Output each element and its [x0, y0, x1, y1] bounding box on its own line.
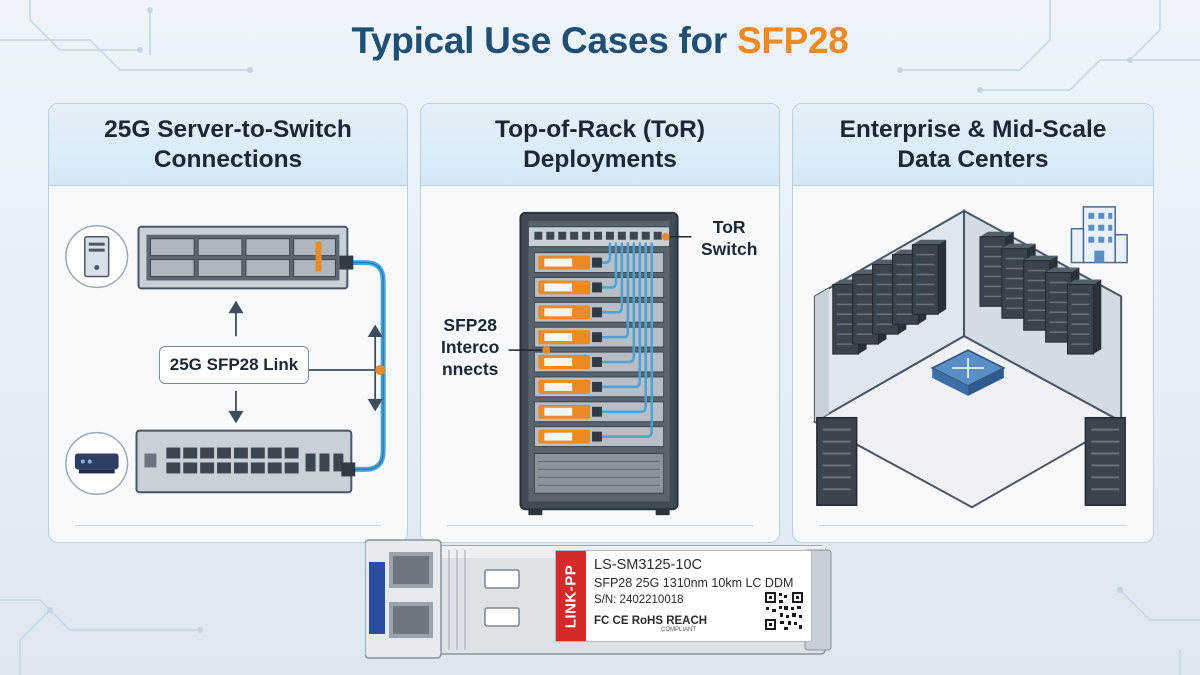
panel-heading-line2: Deployments	[523, 145, 677, 173]
title-accent: SFP28	[736, 20, 849, 61]
brand-logo: LINK-PP	[556, 551, 586, 641]
router-icon	[930, 349, 1006, 396]
sfp28-cable	[601, 242, 624, 314]
rack-server-unit	[533, 326, 665, 348]
sfp28-link-label: 25G SFP28 Link	[159, 346, 309, 384]
module-label: LINK-PP LS-SM3125-10C SFP28 25G 1310nm 1…	[555, 550, 812, 642]
pull-tab	[369, 562, 385, 634]
standalone-rack	[1084, 416, 1126, 506]
brand-text: LINK-PP	[562, 564, 580, 628]
sfp28-interconnects-callout: SFP28 Interco nnects	[441, 314, 499, 380]
panel-heading-line1: Top-of-Rack (ToR)	[494, 115, 706, 143]
rack-server-unit	[533, 401, 665, 423]
sfp28-cable	[601, 242, 647, 413]
rack-server-unit	[533, 252, 665, 274]
sfp28-cable	[601, 242, 653, 438]
server-rack	[519, 211, 679, 516]
sfp28-cable	[601, 242, 618, 289]
switch-icon	[65, 431, 129, 496]
certification-sub: COMPLIANT	[661, 627, 697, 633]
panel-heading: Enterprise & Mid-Scale Data Centers	[793, 104, 1153, 186]
qr-code-icon	[764, 591, 804, 631]
rack-diagram	[508, 211, 692, 516]
rack-server-unit	[533, 351, 665, 373]
panel-divider	[447, 524, 753, 526]
panel-heading-line2: Connections	[153, 145, 303, 173]
module-description: SFP28 25G 1310nm 10km LC DDM	[594, 576, 794, 590]
part-number: LS-SM3125-10C	[594, 557, 702, 573]
network-switch	[135, 429, 353, 494]
sfp28-cable	[601, 242, 642, 389]
server-icon	[65, 225, 129, 289]
rack-server-unit	[533, 301, 665, 323]
panel-divider	[75, 524, 381, 526]
callout-line: Switch	[701, 239, 758, 259]
rack-server-unit	[533, 276, 665, 298]
panel-server-to-switch: 25G Server-to-Switch Connections	[48, 103, 408, 543]
tor-switch-callout: ToR Switch	[701, 216, 757, 260]
callout-line: ToR	[712, 217, 746, 237]
data-center-diagram	[812, 206, 1128, 509]
panel-heading: Top-of-Rack (ToR) Deployments	[421, 104, 779, 186]
panel-heading-line1: 25G Server-to-Switch	[104, 115, 352, 143]
rack-server-unit	[533, 376, 665, 398]
sfp28-cable	[601, 242, 630, 339]
serial-number: S/N: 2402210018	[594, 594, 684, 606]
page-title: Typical Use Cases for SFP28	[0, 20, 1200, 62]
panel-top-of-rack: Top-of-Rack (ToR) Deployments	[420, 103, 780, 543]
building-icon	[1070, 206, 1128, 264]
data-center-rack	[1066, 279, 1102, 355]
sfp28-cable	[601, 242, 612, 264]
panel-divider	[819, 524, 1127, 526]
rack-server-unit	[533, 426, 665, 448]
server-switch-diagram	[65, 225, 386, 496]
title-prefix: Typical Use Cases for	[351, 20, 737, 61]
panel-enterprise-data-centers: Enterprise & Mid-Scale Data Centers	[792, 103, 1154, 543]
panel-heading-line1: Enterprise & Mid-Scale	[839, 115, 1107, 143]
certifications: FC CE RoHS REACH	[594, 615, 708, 627]
server-chassis	[137, 225, 349, 290]
callout-line: Interco	[441, 337, 500, 357]
panel-heading-line2: Data Centers	[897, 145, 1049, 173]
data-center-rack	[911, 239, 947, 315]
panel-heading: 25G Server-to-Switch Connections	[49, 104, 407, 186]
callout-line: nnects	[441, 359, 499, 379]
sfp28-cable	[601, 242, 636, 364]
standalone-rack	[816, 416, 858, 506]
callout-line: SFP28	[443, 315, 497, 335]
